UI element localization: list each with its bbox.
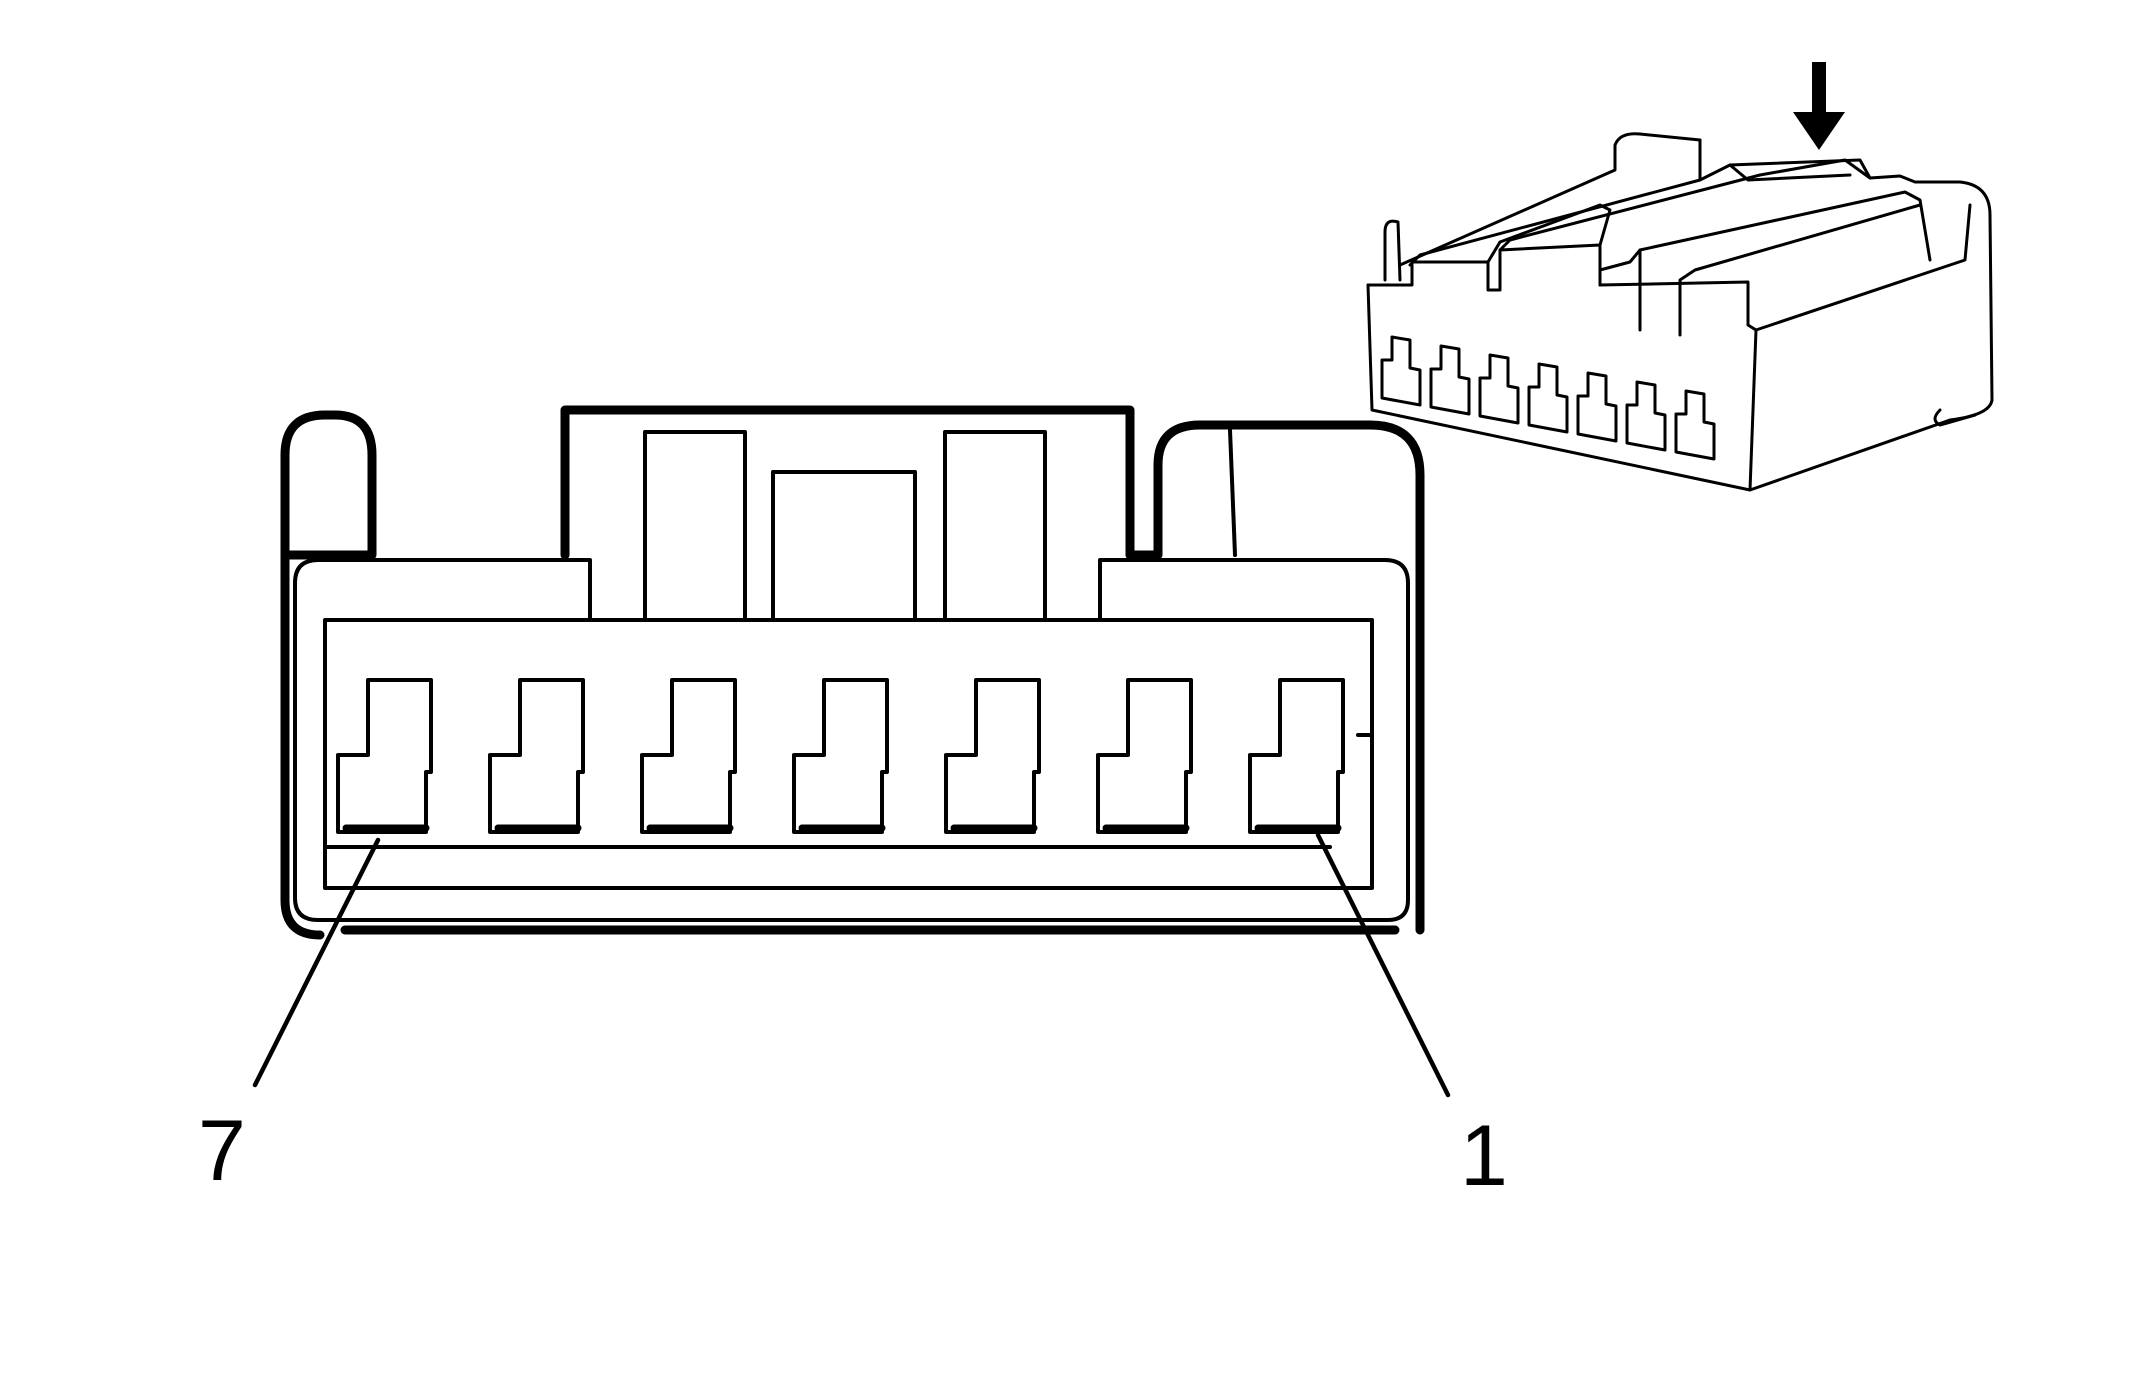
iso-front-face bbox=[1366, 283, 1758, 492]
terminal-7 bbox=[336, 678, 433, 834]
front-face-panel bbox=[293, 558, 1410, 922]
iso-rib-2 bbox=[1498, 158, 1872, 252]
iso-rib-1 bbox=[1486, 203, 1612, 264]
terminal-1 bbox=[1248, 678, 1345, 834]
iso-pin-3 bbox=[1576, 371, 1618, 443]
terminal-2 bbox=[1096, 678, 1193, 834]
terminal-4 bbox=[792, 678, 889, 834]
iso-pin-2 bbox=[1625, 380, 1667, 452]
housing-top-block bbox=[560, 405, 1135, 560]
terminal-6 bbox=[488, 678, 585, 834]
top-rib-left bbox=[643, 430, 747, 622]
pin-1-leader-line bbox=[1315, 832, 1451, 1098]
right-latch-post bbox=[1228, 428, 1237, 557]
housing-right-shoulder bbox=[1125, 420, 1425, 935]
top-rib-right bbox=[943, 430, 1047, 622]
iso-rib-4 bbox=[1638, 203, 1922, 337]
iso-side-notch bbox=[1933, 408, 1977, 427]
iso-rib-5 bbox=[1408, 138, 1852, 267]
iso-pin-6 bbox=[1429, 344, 1471, 416]
connector-isometric-view bbox=[1366, 62, 1994, 492]
iso-body-outline bbox=[1383, 219, 1402, 282]
pin-1-label: 1 bbox=[1460, 1108, 1508, 1204]
iso-pin-1 bbox=[1674, 389, 1716, 461]
pin-7-label: 7 bbox=[198, 1103, 246, 1199]
iso-right-side bbox=[1748, 203, 1994, 492]
iso-pin-row bbox=[1380, 335, 1716, 461]
iso-top-surface bbox=[1398, 132, 1994, 402]
iso-rib-3 bbox=[1598, 190, 1932, 287]
terminal-row bbox=[336, 678, 1345, 834]
housing-back-outline bbox=[280, 410, 377, 560]
terminal-3 bbox=[944, 678, 1041, 834]
pin-cavity bbox=[323, 618, 1374, 890]
iso-pin-4 bbox=[1527, 362, 1569, 434]
iso-pin-5 bbox=[1478, 353, 1520, 425]
down-arrow-icon bbox=[1793, 62, 1845, 150]
pin-7-leader-line bbox=[252, 837, 381, 1088]
iso-pin-7 bbox=[1380, 335, 1422, 407]
top-center-latch bbox=[771, 470, 917, 622]
iso-front-top-edge bbox=[1366, 243, 1758, 332]
terminal-5 bbox=[640, 678, 737, 834]
housing-left-edge bbox=[280, 550, 325, 940]
connector-face-view: 7 1 bbox=[198, 405, 1508, 1204]
